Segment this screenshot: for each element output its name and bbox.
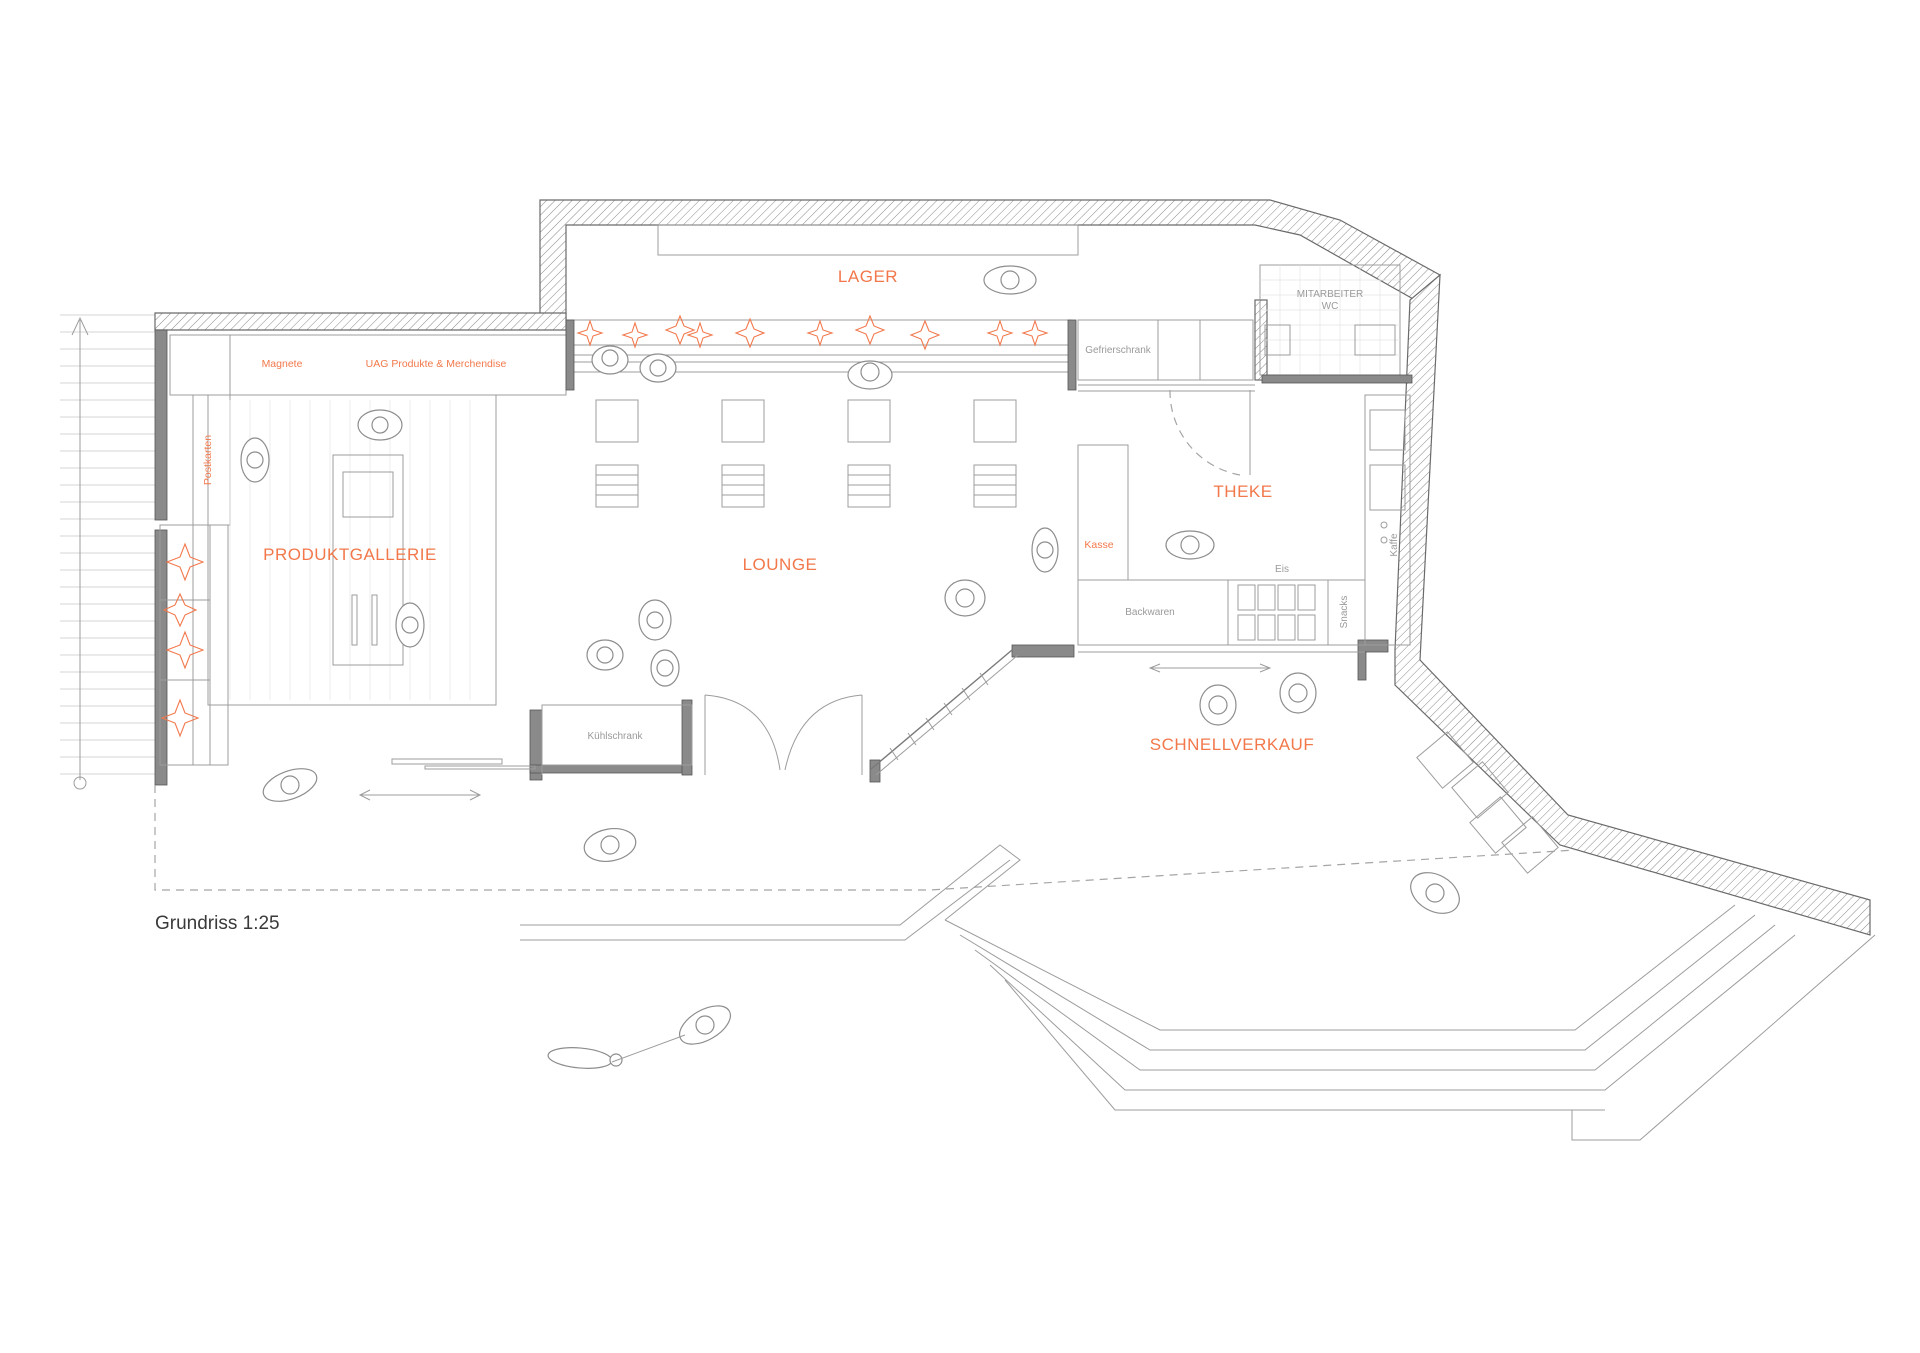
zone-label-lager: LAGER [838,267,898,286]
planter-plants [160,314,1049,738]
label-merch: UAG Produkte & Merchendise [366,358,507,370]
lounge-entrance [541,649,1019,776]
label-backwaren: Backwaren [1125,607,1174,618]
zone-label-theke: THEKE [1213,482,1272,501]
zone-label-schnellverkauf: SCHNELLVERKAUF [1150,735,1314,754]
label-kuehlschrank: Kühlschrank [587,731,643,742]
person-figure [1410,872,1460,914]
label-wc-line1: MITARBEITER [1297,289,1363,300]
zone-label-produktgallerie: PRODUKTGALLERIE [263,545,437,564]
zone-label-lounge: LOUNGE [743,555,818,574]
plan-caption: Grundriss 1:25 [155,913,280,934]
person-figure [847,360,893,390]
person-figure [638,599,672,641]
person-figure [357,409,403,441]
outdoor-seats [1416,731,1559,874]
people-figures [240,265,1460,1069]
label-gefrierschrank: Gefrierschrank [1085,345,1152,356]
produktgallerie-room [159,334,567,801]
terrace-outline [154,785,1576,891]
person-figure [586,639,624,671]
dog-figure [547,1047,623,1069]
fixture-labels: Magnete UAG Produkte & Merchendise Postk… [202,289,1400,742]
person-figure [1031,527,1059,573]
label-wc-line2: WC [1322,301,1339,312]
person-figure [262,768,318,802]
person-figure [395,602,425,648]
theke-counter [1077,394,1411,673]
person-figure [1165,530,1215,560]
person-figure [1279,672,1317,714]
person-figure [583,828,637,862]
person-figure [639,353,677,383]
person-figure [1199,684,1237,726]
person-figure [983,265,1037,295]
label-eis: Eis [1275,564,1289,575]
person-figure [944,579,986,617]
lager-room [565,224,1413,476]
label-postkarten: Postkarten [202,435,214,485]
person-figure [679,1005,731,1045]
label-kaffe: Kaffe [1389,533,1400,557]
zone-labels: LAGER PRODUKTGALLERIE LOUNGE THEKE SCHNE… [263,267,1314,754]
person-figure [591,345,629,375]
left-stair-lines [60,314,160,790]
label-kasse: Kasse [1084,539,1113,551]
solid-walls [154,329,1389,786]
person-figure [240,437,270,483]
outer-walls [154,199,1871,936]
person-figure [650,649,680,687]
exterior-steps [520,844,1876,1141]
label-magnete: Magnete [262,358,303,370]
lounge-furniture [595,399,1017,508]
label-snacks: Snacks [1339,596,1350,629]
